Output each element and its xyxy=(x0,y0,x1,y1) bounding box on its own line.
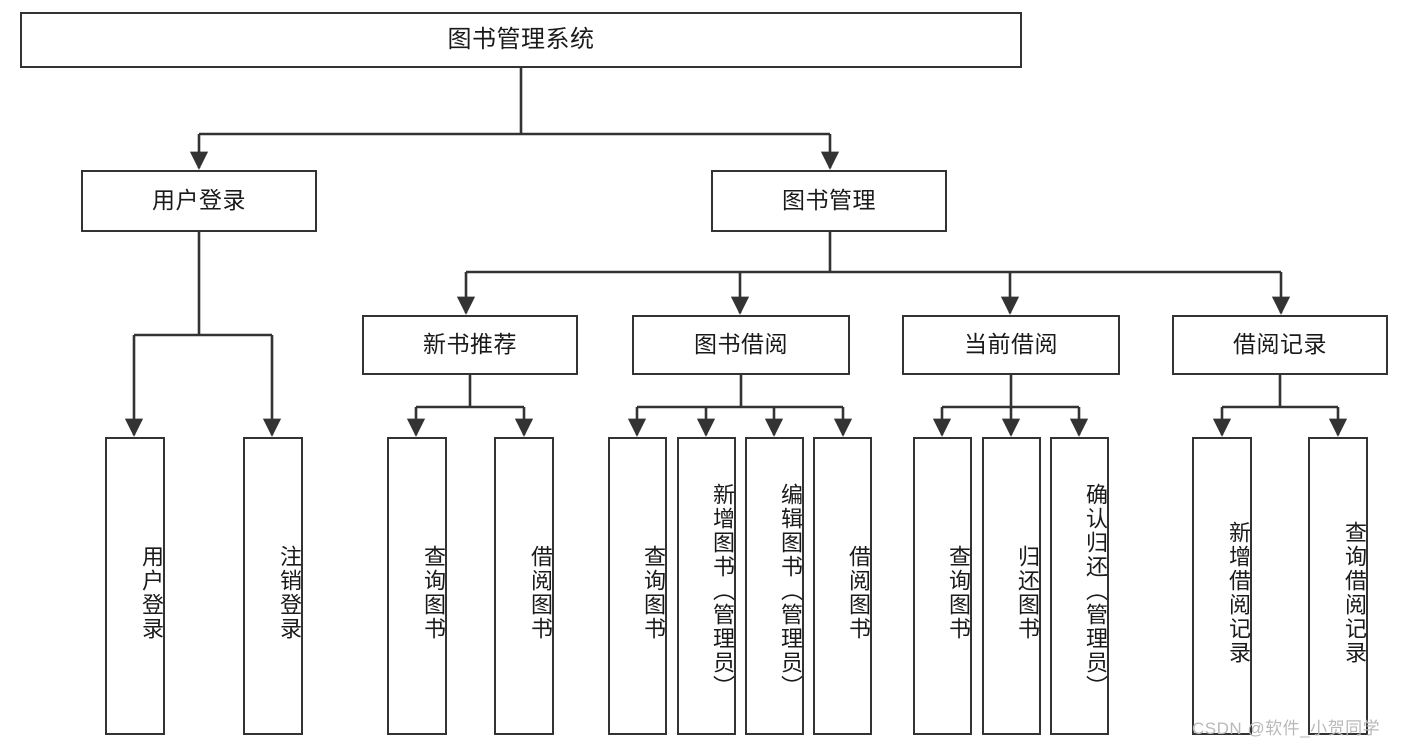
node-book-borrow[interactable]: 图书借阅 xyxy=(632,315,850,375)
leaf-book-borrow-add[interactable]: 新增图书（管理员） xyxy=(677,437,736,735)
node-new-book-recommend[interactable]: 新书推荐 xyxy=(362,315,578,375)
leaf-user-login-signin[interactable]: 用户登录 xyxy=(105,437,165,735)
leaf-borrow-record-add[interactable]: 新增借阅记录 xyxy=(1192,437,1252,735)
csdn-watermark: CSDN @软件_小贺同学 xyxy=(1192,719,1381,738)
leaf-book-borrow-lend[interactable]: 借阅图书 xyxy=(813,437,872,735)
leaf-current-borrow-confirm-return[interactable]: 确认归还（管理员） xyxy=(1050,437,1109,735)
leaf-current-borrow-return[interactable]: 归还图书 xyxy=(982,437,1041,735)
node-book-management[interactable]: 图书管理 xyxy=(711,170,947,232)
leaf-new-book-query[interactable]: 查询图书 xyxy=(387,437,447,735)
leaf-borrow-record-query[interactable]: 查询借阅记录 xyxy=(1308,437,1368,735)
node-borrow-record[interactable]: 借阅记录 xyxy=(1172,315,1388,375)
leaf-book-borrow-query[interactable]: 查询图书 xyxy=(608,437,667,735)
node-user-login[interactable]: 用户登录 xyxy=(81,170,317,232)
leaf-current-borrow-query[interactable]: 查询图书 xyxy=(913,437,972,735)
leaf-user-login-logout[interactable]: 注销登录 xyxy=(243,437,303,735)
node-root-system[interactable]: 图书管理系统 xyxy=(20,12,1022,68)
node-current-borrow[interactable]: 当前借阅 xyxy=(902,315,1120,375)
leaf-new-book-borrow[interactable]: 借阅图书 xyxy=(494,437,554,735)
leaf-book-borrow-edit[interactable]: 编辑图书（管理员） xyxy=(745,437,804,735)
